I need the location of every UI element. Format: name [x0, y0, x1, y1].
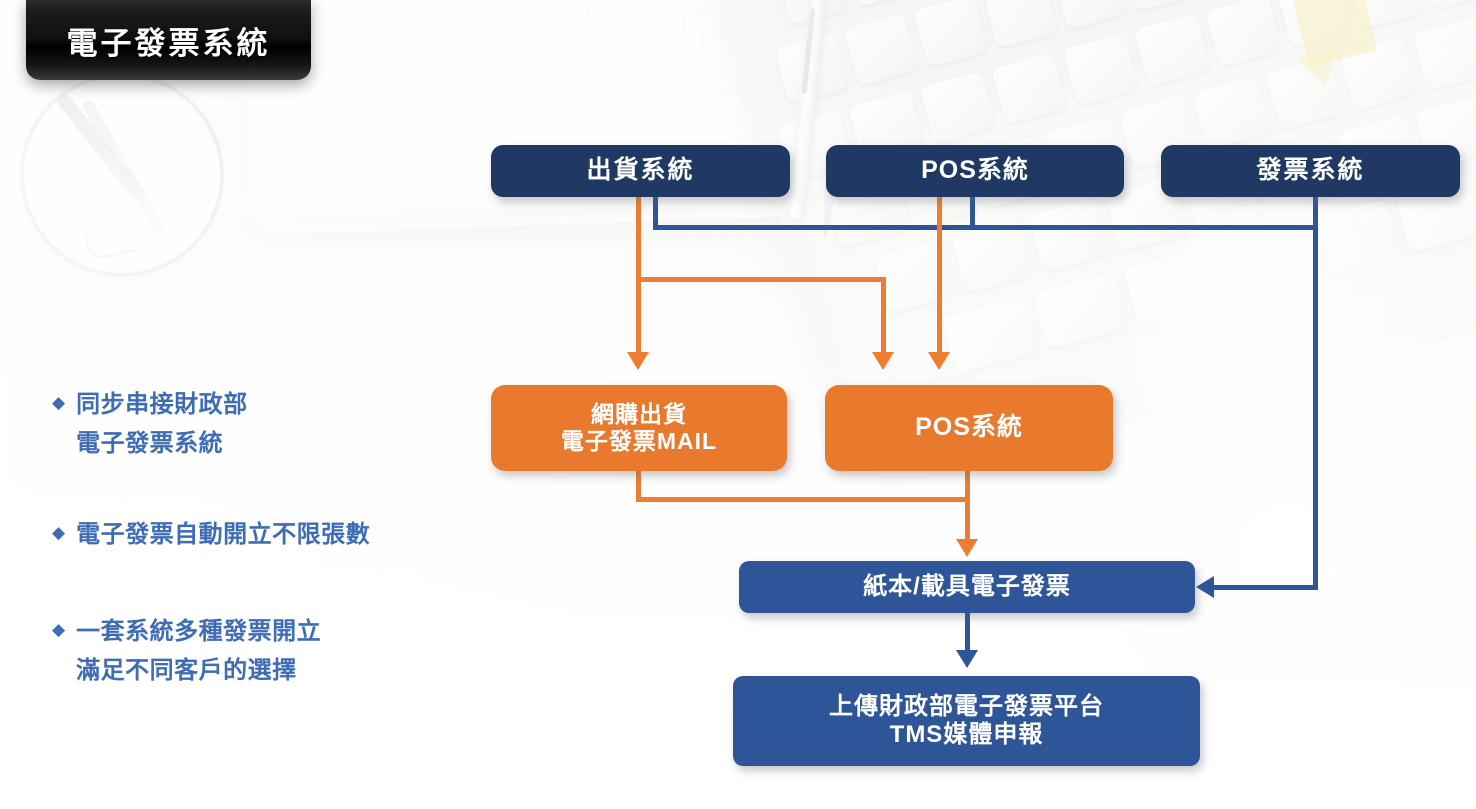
arrowhead-into-upload-platform [956, 650, 978, 668]
flow-node-label: 發票系統 [1256, 156, 1365, 185]
flow-node-invoice-system[interactable]: 發票系統 [1161, 145, 1460, 197]
arrowhead-into-paper-einvoice [1196, 576, 1214, 598]
connector-shipping-to-blue-bus [653, 196, 658, 229]
flow-node-label: 紙本/載具電子發票 [863, 572, 1071, 600]
diamond-bullet-icon: ◆ [52, 522, 66, 542]
arrowhead-into-pos-mid [928, 352, 950, 370]
flow-node-label: POS系統 [921, 156, 1029, 185]
connector-pos-orange-down [937, 196, 942, 359]
connector-paper-to-upload [965, 613, 970, 657]
connector-ecommerce-down [636, 470, 641, 501]
feature-bullet-list: ◆ 同步串接財政部 電子發票系統 ◆ 電子發票自動開立不限張數 ◆ 一套系統多種… [52, 386, 522, 690]
diamond-bullet-icon: ◆ [52, 619, 66, 639]
connector-invoice-to-paper-box [1207, 585, 1318, 590]
flow-node-upload-mof-platform[interactable]: 上傳財政部電子發票平台 TMS媒體申報 [733, 676, 1200, 766]
flow-node-label: 網購出貨 電子發票MAIL [560, 400, 718, 454]
connector-blue-horizontal-rail [653, 225, 1318, 230]
diamond-bullet-icon: ◆ [52, 393, 66, 412]
flow-node-pos-system-mid[interactable]: POS系統 [825, 385, 1113, 471]
list-item-label: 一套系統多種發票開立 滿足不同客戶的選擇 [76, 617, 322, 684]
flow-node-label: POS系統 [915, 413, 1023, 442]
arrowhead-into-ecommerce-shipping [627, 352, 649, 370]
connector-pos-to-blue-bus [970, 196, 975, 229]
list-item: ◆ 電子發票自動開立不限張數 [52, 516, 522, 555]
connector-invoice-system-down [1313, 196, 1318, 588]
flow-node-pos-system-top[interactable]: POS系統 [826, 145, 1124, 197]
list-item-label: 同步串接財政部 電子發票系統 [76, 391, 248, 457]
flow-node-paper-carrier-einvoice[interactable]: 紙本/載具電子發票 [739, 561, 1195, 613]
list-item: ◆ 一套系統多種發票開立 滿足不同客戶的選擇 [52, 613, 522, 691]
title-badge: 電子發票系統 [26, 0, 311, 80]
flow-node-label: 上傳財政部電子發票平台 TMS媒體申報 [829, 692, 1104, 748]
connector-pos-mid-down [965, 470, 970, 546]
list-item: ◆ 同步串接財政部 電子發票系統 [52, 386, 522, 464]
connector-shipping-orange-branch [636, 277, 886, 282]
connector-shipping-branch-down [881, 277, 886, 359]
flow-node-label: 出貨系統 [586, 156, 695, 185]
flow-node-ecommerce-shipping-mail[interactable]: 網購出貨 電子發票MAIL [491, 385, 787, 471]
arrowhead-into-pos-mid-left [872, 352, 894, 370]
title-badge-label: 電子發票系統 [66, 25, 271, 61]
list-item-label: 電子發票自動開立不限張數 [76, 520, 371, 548]
flow-node-shipping-system[interactable]: 出貨系統 [491, 145, 790, 197]
arrowhead-into-paper-einvoice-top [956, 539, 978, 557]
connector-merge-orange-rail [636, 497, 970, 502]
